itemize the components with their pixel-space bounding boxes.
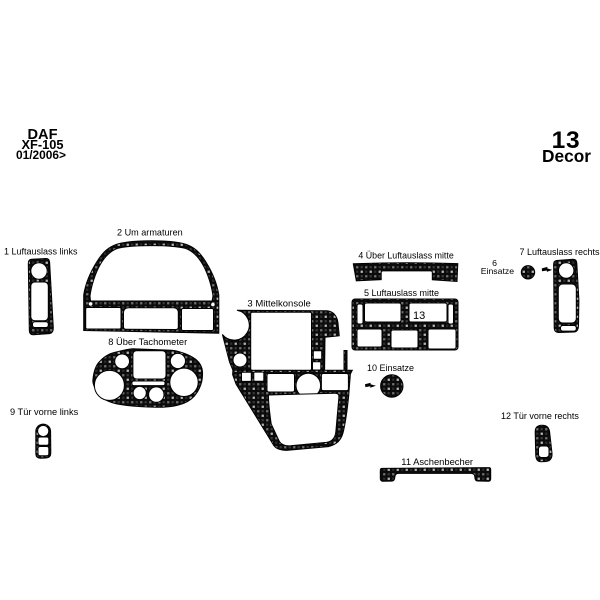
svg-text:8 Über Tachometer: 8 Über Tachometer bbox=[108, 337, 187, 347]
svg-text:2 Um armaturen: 2 Um armaturen bbox=[117, 228, 183, 238]
svg-text:DAF: DAF bbox=[28, 127, 58, 143]
svg-text:11 Aschenbecher: 11 Aschenbecher bbox=[401, 456, 473, 467]
svg-text:3 Mittelkonsole: 3 Mittelkonsole bbox=[247, 299, 310, 310]
svg-text:6: 6 bbox=[492, 258, 497, 268]
svg-text:5 Luftauslass mitte: 5 Luftauslass mitte bbox=[364, 288, 439, 298]
svg-text:4 Über Luftauslass mitte: 4 Über Luftauslass mitte bbox=[358, 251, 453, 261]
svg-text:XF-105: XF-105 bbox=[22, 137, 64, 152]
svg-text:7 Luftauslass rechts: 7 Luftauslass rechts bbox=[520, 247, 600, 257]
svg-text:01/2006>: 01/2006> bbox=[16, 148, 66, 162]
svg-text:Decor: Decor bbox=[542, 146, 591, 166]
svg-text:1 Luftauslass links: 1 Luftauslass links bbox=[4, 247, 78, 257]
svg-text:Einsatze: Einsatze bbox=[481, 266, 514, 276]
svg-text:9 Tür vorne links: 9 Tür vorne links bbox=[10, 407, 79, 417]
svg-text:13: 13 bbox=[413, 310, 425, 322]
svg-text:12 Tür vorne rechts: 12 Tür vorne rechts bbox=[501, 411, 579, 421]
svg-text:10 Einsatze: 10 Einsatze bbox=[367, 363, 414, 373]
svg-text:13: 13 bbox=[552, 127, 581, 154]
